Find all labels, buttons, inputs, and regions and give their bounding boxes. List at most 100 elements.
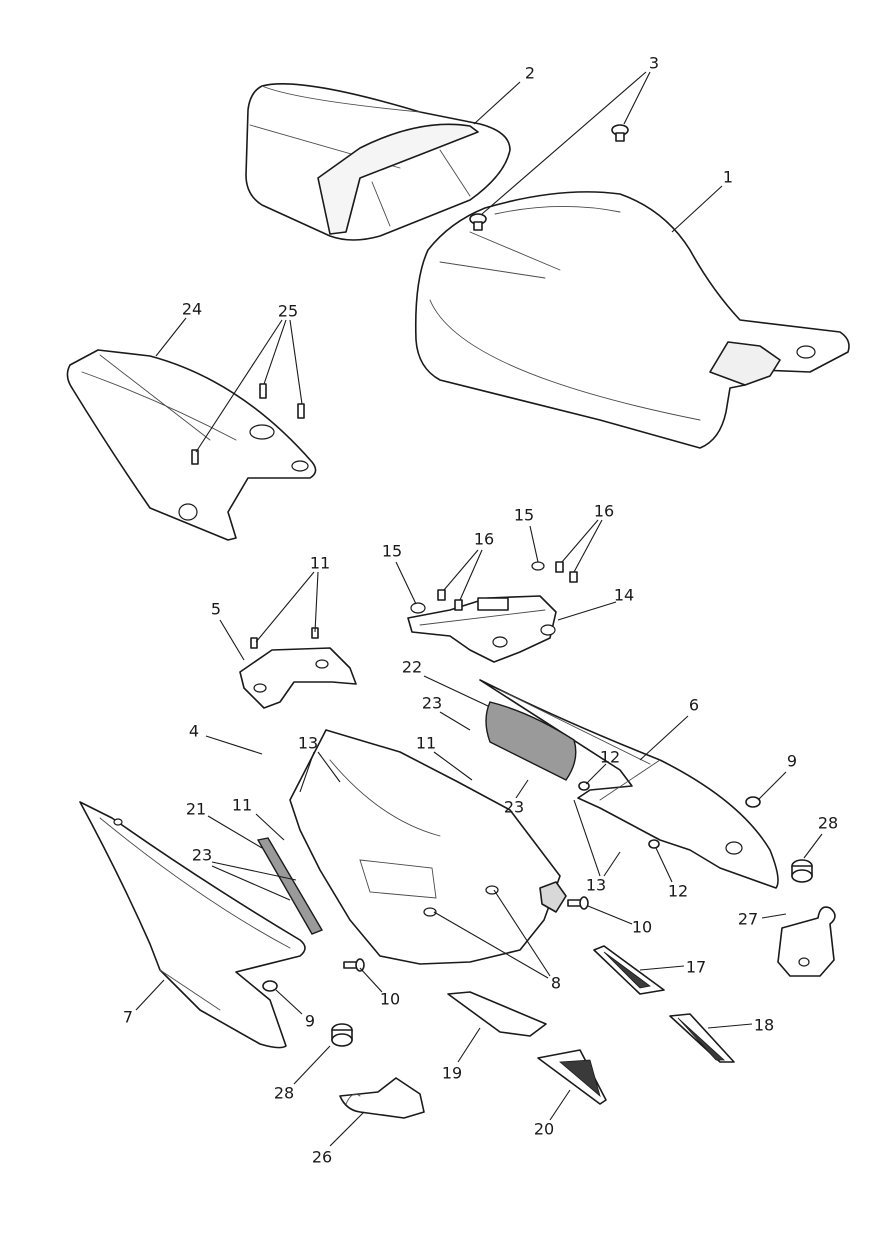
callout-14: 14 <box>614 586 634 605</box>
callout-21: 21 <box>186 800 206 819</box>
callout-6: 6 <box>689 696 699 715</box>
leader-line-12b <box>655 847 673 883</box>
callout-23c: 23 <box>192 846 212 865</box>
callout-25: 25 <box>278 302 298 321</box>
screw-10-left <box>343 958 365 972</box>
callout-27: 27 <box>738 910 758 929</box>
callout-9: 9 <box>787 752 797 771</box>
callout-13: 13 <box>298 734 318 753</box>
callout-20: 20 <box>534 1120 554 1139</box>
seat-bolt-a <box>611 124 629 142</box>
seat-cowl <box>66 349 317 541</box>
leader-line-2 <box>473 81 521 125</box>
leader-line-8 <box>433 911 549 979</box>
callout-22: 22 <box>402 658 422 677</box>
trim-17 <box>593 945 665 995</box>
leader-line-25 <box>195 319 283 453</box>
leader-line-6 <box>639 715 689 761</box>
leader-line-25 <box>263 319 287 385</box>
right-side-panel <box>479 679 779 889</box>
leader-line-13b <box>573 799 601 877</box>
callout-16: 16 <box>474 530 494 549</box>
fastener-9-left <box>262 980 278 992</box>
callout-23b: 23 <box>504 798 524 817</box>
callout-17: 17 <box>686 958 706 977</box>
trim-20 <box>537 1049 607 1105</box>
callout-15b: 15 <box>514 506 534 525</box>
leader-line-19 <box>457 1027 481 1063</box>
callout-7: 7 <box>123 1008 133 1027</box>
callout-26: 26 <box>312 1148 332 1167</box>
fastener-9-right <box>745 796 761 808</box>
leader-line-16b <box>573 519 603 573</box>
leader-line-5 <box>219 619 245 661</box>
leader-line-11c <box>255 813 285 841</box>
trim-18 <box>669 1013 735 1063</box>
callout-19: 19 <box>442 1064 462 1083</box>
leader-line-13b <box>603 851 621 877</box>
callout-9b: 9 <box>305 1012 315 1031</box>
leader-line-17 <box>639 965 685 971</box>
leader-line-11 <box>255 571 315 643</box>
leader-line-23c <box>211 865 291 901</box>
callout-11c: 11 <box>232 796 252 815</box>
fastener-12-b <box>648 839 660 849</box>
leader-line-16 <box>459 549 483 601</box>
leader-line-28b <box>293 1045 331 1085</box>
leader-line-3 <box>481 71 647 215</box>
leader-line-23 <box>439 711 471 731</box>
seat-bolt-b <box>469 213 487 231</box>
callout-28b: 28 <box>274 1084 294 1103</box>
leader-line-16 <box>443 549 479 591</box>
callout-10: 10 <box>632 918 652 937</box>
leader-line-26 <box>329 1111 365 1147</box>
leader-line-9b <box>275 989 303 1015</box>
leader-line-1 <box>671 185 723 233</box>
callout-15: 15 <box>382 542 402 561</box>
callout-11: 11 <box>310 554 330 573</box>
callout-11b: 11 <box>416 734 436 753</box>
screw-10-right <box>567 896 589 910</box>
callout-3: 3 <box>649 54 659 73</box>
callout-24: 24 <box>182 300 202 319</box>
mesh-strip <box>256 837 324 935</box>
callout-16b: 16 <box>594 502 614 521</box>
callout-12b: 12 <box>668 882 688 901</box>
trim-19 <box>447 991 547 1037</box>
leader-line-11 <box>314 571 319 633</box>
callout-1: 1 <box>723 168 733 187</box>
leader-line-9 <box>757 771 787 801</box>
callout-18: 18 <box>754 1016 774 1035</box>
callout-5: 5 <box>211 600 221 619</box>
callout-12: 12 <box>600 748 620 767</box>
leader-line-24 <box>155 317 187 357</box>
leader-line-8 <box>493 889 551 977</box>
leader-line-27 <box>761 913 787 919</box>
leader-line-21 <box>207 815 263 849</box>
callout-10b: 10 <box>380 990 400 1009</box>
left-side-panel <box>79 801 306 1049</box>
callout-23: 23 <box>422 694 442 713</box>
leader-line-10b <box>359 967 383 993</box>
leader-line-11b <box>433 751 473 781</box>
leader-line-3 <box>623 71 651 125</box>
leader-line-4 <box>205 735 263 755</box>
leader-line-14 <box>557 601 617 621</box>
callout-8: 8 <box>551 974 561 993</box>
leader-line-15b <box>529 525 539 563</box>
callout-2: 2 <box>525 64 535 83</box>
leader-line-25 <box>289 319 303 405</box>
leader-line-28 <box>803 833 823 859</box>
leader-line-22 <box>423 675 489 707</box>
callout-13b: 13 <box>586 876 606 895</box>
leader-line-13 <box>299 751 315 793</box>
undertray <box>289 729 567 965</box>
grommet-28-left <box>331 1023 353 1047</box>
callout-28: 28 <box>818 814 838 833</box>
callout-4: 4 <box>189 722 199 741</box>
grommet-28-right <box>791 859 813 883</box>
leader-line-10 <box>587 905 633 925</box>
leader-line-12 <box>585 763 607 785</box>
